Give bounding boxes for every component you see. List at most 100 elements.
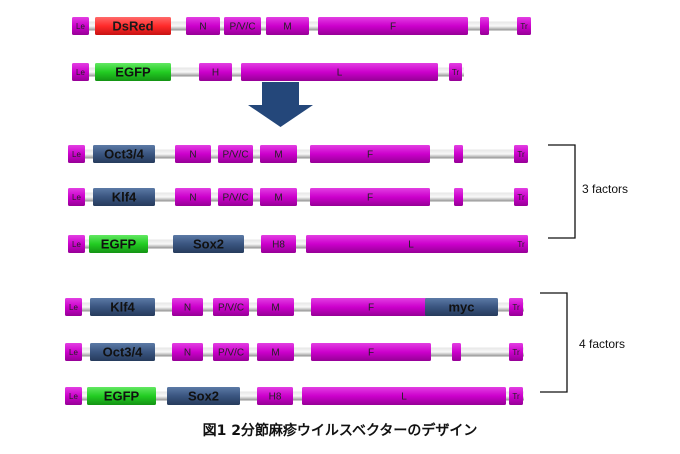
gene-segment-myc xyxy=(425,298,498,316)
gene-segment-p-v-c xyxy=(213,298,249,316)
segment-label-f: F xyxy=(368,303,374,314)
gene-segment-f xyxy=(311,298,431,316)
segment-label-tr: Tr xyxy=(512,392,520,401)
gene-segment-p-v-c xyxy=(218,145,253,163)
gene-segment-p-v-c xyxy=(224,17,261,35)
gene-segment-m xyxy=(257,343,294,361)
segment-label-tr: Tr xyxy=(517,193,525,202)
gene-segment-sox2 xyxy=(173,235,244,253)
segment-label-m: M xyxy=(274,150,282,161)
segment-label-egfp: EGFP xyxy=(104,389,140,404)
gene-segment-m xyxy=(257,298,294,316)
segment-label-n: N xyxy=(199,22,206,33)
gene-segment-tr xyxy=(514,235,528,253)
segment-label-le: Le xyxy=(72,193,81,202)
segment-label-egfp: EGFP xyxy=(115,65,151,80)
gene-segment-h8 xyxy=(261,235,296,253)
gene-segment-f xyxy=(311,343,431,361)
gene-segment-oct3-4 xyxy=(93,145,155,163)
segment-label-le: Le xyxy=(69,392,78,401)
gene-segment-sox2 xyxy=(167,387,240,405)
gene-segment-tr xyxy=(509,387,523,405)
gene-segment-n xyxy=(175,188,211,206)
gene-segment-f xyxy=(310,145,430,163)
gene-segment-l xyxy=(302,387,506,405)
segment-label-sox2: Sox2 xyxy=(193,237,224,252)
gene-segment-m xyxy=(266,17,309,35)
gene-segment-n xyxy=(172,298,203,316)
gene-segment-l xyxy=(241,63,438,81)
segment-label-m: M xyxy=(283,22,291,33)
segment-label-f: F xyxy=(367,193,373,204)
segment-label-n: N xyxy=(189,193,196,204)
figure-caption: 図1 2分節麻疹ウイルスベクターのデザイン xyxy=(202,423,478,439)
segment-label-p-v-c: P/V/C xyxy=(222,193,248,204)
gene-segment-le xyxy=(65,387,82,405)
segment-label-n: N xyxy=(184,303,191,314)
segment-label-le: Le xyxy=(76,22,85,31)
segment-label-klf4: Klf4 xyxy=(110,300,135,315)
group-label-3-factors: 3 factors xyxy=(582,182,628,196)
backbone-line xyxy=(68,239,528,249)
segment-label-f: F xyxy=(390,22,396,33)
segment-label-le: Le xyxy=(69,303,78,312)
gene-segment-h8 xyxy=(257,387,293,405)
gene-segment-egfp xyxy=(89,235,148,253)
gene-segment-h xyxy=(199,63,232,81)
segment-label-f: F xyxy=(367,150,373,161)
segment-label-m: M xyxy=(271,303,279,314)
gene-segment-unlabeled xyxy=(452,343,461,361)
gene-segment-le xyxy=(72,63,89,81)
gene-segment-tr xyxy=(514,188,528,206)
segment-label-tr: Tr xyxy=(512,303,520,312)
segment-label-klf4: Klf4 xyxy=(112,190,137,205)
segment-label-l: L xyxy=(408,240,414,251)
gene-segment-klf4 xyxy=(90,298,155,316)
gene-segment-tr xyxy=(509,343,523,361)
gene-segment-n xyxy=(186,17,220,35)
segment-label-tr: Tr xyxy=(517,240,525,249)
bracket-4-factors: 4 factors xyxy=(540,292,625,393)
segment-label-tr: Tr xyxy=(452,68,460,77)
segment-label-h8: H8 xyxy=(272,240,285,251)
gene-segment-tr xyxy=(449,63,462,81)
segment-label-p-v-c: P/V/C xyxy=(218,303,244,314)
gene-segment-le xyxy=(65,343,82,361)
gene-segment-klf4 xyxy=(93,188,155,206)
segment-label-tr: Tr xyxy=(512,348,520,357)
gene-segment-dsred xyxy=(95,17,171,35)
segment-label-sox2: Sox2 xyxy=(188,389,219,404)
gene-segment-f xyxy=(310,188,430,206)
gene-segment-le xyxy=(65,298,82,316)
segment-label-p-v-c: P/V/C xyxy=(218,348,244,359)
segment-label-l: L xyxy=(337,68,343,79)
gene-segment-le xyxy=(68,235,85,253)
gene-segment-n xyxy=(175,145,211,163)
gene-segment-egfp xyxy=(95,63,171,81)
bracket-3-factors: 3 factors xyxy=(548,144,628,239)
segment-label-egfp: EGFP xyxy=(101,237,137,252)
gene-segment-tr xyxy=(514,145,528,163)
gene-segment-unlabeled xyxy=(480,17,489,35)
segment-label-le: Le xyxy=(72,150,81,159)
gene-segment-le xyxy=(68,188,85,206)
gene-segment-tr xyxy=(509,298,523,316)
backbone-line xyxy=(68,149,528,159)
segment-label-p-v-c: P/V/C xyxy=(229,22,255,33)
gene-segment-m xyxy=(260,145,297,163)
gene-segment-p-v-c xyxy=(218,188,253,206)
gene-segment-le xyxy=(68,145,85,163)
gene-segment-unlabeled xyxy=(454,145,463,163)
segment-label-f: F xyxy=(368,348,374,359)
segment-label-tr: Tr xyxy=(520,22,528,31)
